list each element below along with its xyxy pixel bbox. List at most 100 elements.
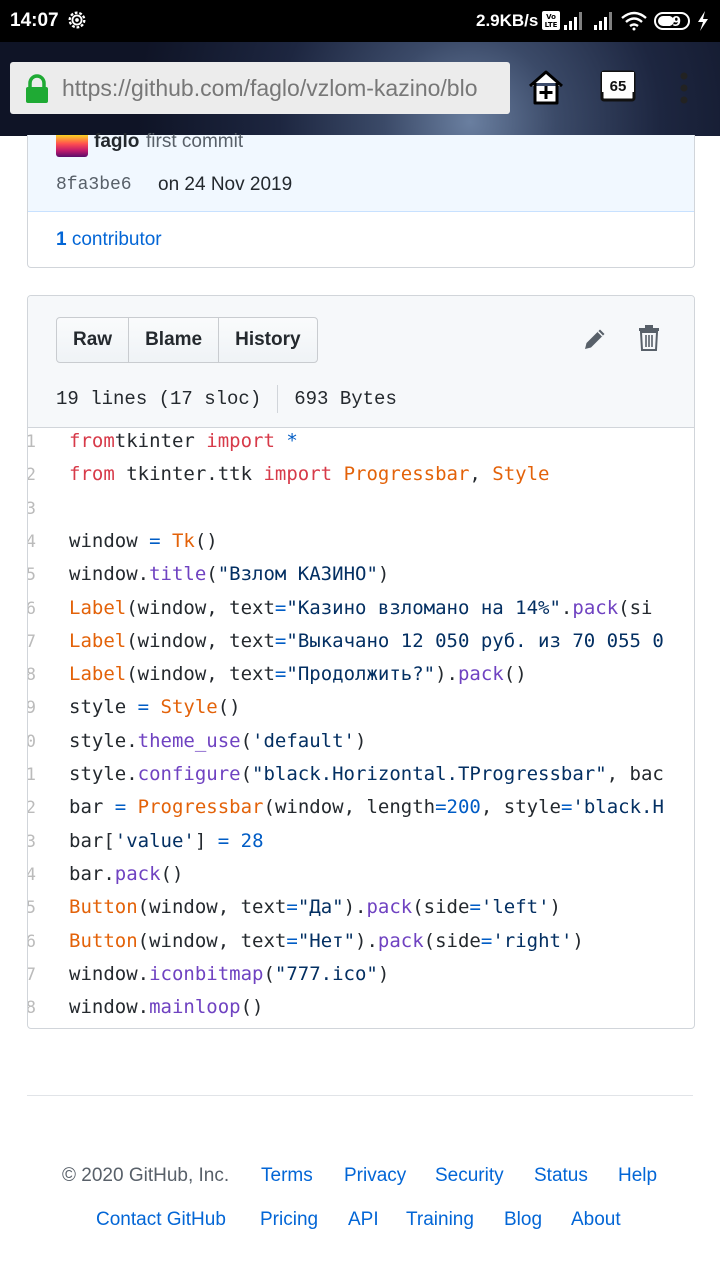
code-line: 1style.configure("black.Horizontal.TProg…: [28, 761, 694, 794]
code-token: title: [149, 563, 207, 586]
footer-link-contact[interactable]: Contact GitHub: [96, 1209, 226, 1230]
commit-card: faglo first commit 8fa3be6 on 24 Nov 201…: [27, 131, 695, 268]
code-token: pack: [377, 929, 424, 952]
commit-message[interactable]: first commit: [146, 131, 244, 152]
line-number[interactable]: 3: [28, 832, 36, 852]
footer-link-status[interactable]: Status: [534, 1165, 588, 1186]
code-token: 28: [229, 829, 264, 852]
code-token: 200: [446, 796, 481, 819]
footer-link-security[interactable]: Security: [435, 1165, 504, 1186]
code-token: "Взлом КАЗИНО": [217, 563, 378, 586]
commit-sha[interactable]: 8fa3be6: [56, 175, 132, 195]
line-number[interactable]: 1: [28, 432, 36, 452]
code-text: style = Style(): [69, 696, 241, 718]
raw-button[interactable]: Raw: [57, 318, 130, 362]
code-line: 4 window = Tk(): [28, 528, 694, 561]
line-number[interactable]: 3: [28, 499, 36, 519]
tab-switcher-button[interactable]: 65: [600, 70, 636, 104]
code-token: (window, text: [126, 629, 275, 652]
url-scheme: https://: [62, 75, 132, 101]
file-viewer: Raw Blame History 19 lines (17 sloc)693 …: [27, 295, 695, 1029]
code-text: style.theme_use('default'): [69, 730, 366, 752]
code-token: ): [549, 896, 561, 919]
avatar[interactable]: [56, 135, 88, 157]
code-token: (: [240, 763, 253, 785]
code-token: (window, text: [126, 596, 275, 619]
code-token: ): [377, 563, 390, 586]
line-number[interactable]: 4: [28, 532, 36, 552]
code-token: =: [114, 796, 127, 819]
line-number[interactable]: 5: [28, 565, 36, 585]
code-line: 8Label(window, text="Продолжить?").pack(…: [28, 661, 694, 694]
line-number[interactable]: 2: [28, 465, 36, 485]
line-number[interactable]: 6: [28, 599, 36, 619]
code-token: (side: [412, 896, 470, 919]
commit-author[interactable]: faglo: [94, 131, 140, 152]
code-text: bar['value'] = 28: [69, 830, 264, 852]
charging-icon: [698, 11, 708, 31]
code-line: 5Button(window, text="Да").pack(side='le…: [28, 894, 694, 927]
history-button[interactable]: History: [235, 329, 301, 350]
footer-link-help[interactable]: Help: [618, 1165, 658, 1186]
code-text: window = Tk(): [69, 530, 218, 552]
copyright: © 2020 GitHub, Inc.: [62, 1165, 230, 1186]
trash-icon[interactable]: [638, 325, 660, 351]
code-token: =: [274, 596, 287, 619]
footer-link-about[interactable]: About: [571, 1209, 621, 1230]
line-number[interactable]: 4: [28, 865, 36, 885]
code-token: (: [263, 962, 275, 985]
code-token: 'left': [480, 896, 550, 919]
home-add-icon[interactable]: [526, 68, 566, 108]
code-token: , style: [480, 796, 561, 819]
footer-link-terms[interactable]: Terms: [261, 1165, 313, 1186]
footer-link-api[interactable]: API: [348, 1209, 379, 1230]
url-text[interactable]: https://github.com/faglo/vzlom-kazino/bl…: [62, 75, 478, 102]
address-bar[interactable]: https://github.com/faglo/vzlom-kazino/bl…: [10, 62, 510, 114]
line-number[interactable]: 1: [28, 765, 36, 785]
code-token: bar.: [69, 862, 115, 885]
line-number[interactable]: 6: [28, 932, 36, 952]
code-text: bar = Progressbar(window, length=200, st…: [69, 796, 664, 818]
code-token: iconbitmap: [149, 962, 264, 985]
code-token: =: [286, 929, 298, 952]
code-text: from tkinter.ttk import Progressbar, Sty…: [69, 463, 550, 485]
line-number[interactable]: 8: [28, 998, 36, 1018]
line-number[interactable]: 2: [28, 798, 36, 818]
code-token: from: [69, 430, 115, 452]
code-text: bar.pack(): [69, 863, 183, 885]
file-info: 19 lines (17 sloc)693 Bytes: [56, 385, 397, 413]
status-icons: Vo LTE 49: [542, 11, 708, 31]
signal-icon-1: [564, 12, 582, 30]
code-text: window.mainloop(): [69, 996, 263, 1018]
footer-link-training[interactable]: Training: [406, 1209, 474, 1230]
contributors-label: contributor: [71, 229, 162, 250]
signal-icon-2: [594, 12, 612, 30]
footer-link-pricing[interactable]: Pricing: [260, 1209, 319, 1230]
code-line: 6Label(window, text="Казино взломано на …: [28, 595, 694, 628]
line-number[interactable]: 5: [28, 898, 36, 918]
pencil-icon[interactable]: [582, 326, 608, 352]
code-token: Progressbar: [126, 796, 264, 819]
code-token: ).: [435, 663, 458, 686]
line-number[interactable]: 0: [28, 732, 36, 752]
code-token: tkinter.ttk: [114, 463, 264, 486]
line-number[interactable]: 7: [28, 965, 36, 985]
code-token: "Выкачано 12 050 руб. из 70 055 0: [286, 629, 664, 652]
code-text: Button(window, text="Нет").pack(side='ri…: [69, 930, 584, 952]
code-token: =: [469, 896, 481, 919]
blame-button[interactable]: Blame: [129, 318, 220, 362]
code-text: window.title("Взлом КАЗИНО"): [69, 563, 389, 585]
code-token: (: [240, 729, 253, 752]
code-token: ): [377, 962, 390, 985]
code-token: "777.ico": [274, 962, 378, 985]
contributors-link[interactable]: 1 contributor: [56, 229, 162, 251]
line-number[interactable]: 7: [28, 632, 36, 652]
code-token: ): [355, 729, 367, 752]
footer-link-privacy[interactable]: Privacy: [344, 1165, 407, 1186]
line-number[interactable]: 9: [28, 698, 36, 718]
line-number[interactable]: 8: [28, 665, 36, 685]
code-token: Style: [149, 696, 218, 719]
browser-toolbar: https://github.com/faglo/vzlom-kazino/bl…: [0, 42, 720, 136]
footer-link-blog[interactable]: Blog: [504, 1209, 543, 1230]
more-vert-icon[interactable]: [676, 72, 692, 104]
